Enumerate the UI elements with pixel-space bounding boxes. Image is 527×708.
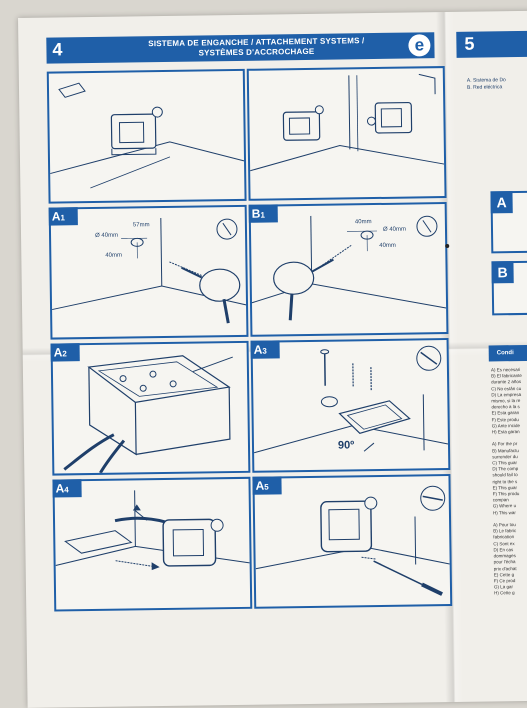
page-title: SISTEMA DE ENGANCHE / ATTACHEMENT SYSTEM…	[106, 36, 406, 60]
angle-label: 90º	[337, 439, 355, 452]
brand-logo: e	[408, 34, 431, 57]
dim-hole-label: Ø 40mm	[382, 226, 407, 233]
socket-on-wall-illustration	[250, 73, 445, 172]
conditions-header: Condi	[488, 344, 527, 362]
drill-on-corner-illustration	[251, 215, 447, 321]
next-page-header: 5	[456, 30, 527, 58]
page-header: 4 SISTEMA DE ENGANCHE / ATTACHEMENT SYST…	[46, 32, 435, 64]
panel-a4: A4	[52, 476, 253, 612]
next-page-subhead-2: B. Red eléctrica	[466, 84, 503, 91]
instruction-sheet: 4 SISTEMA DE ENGANCHE / ATTACHEMENT SYST…	[18, 10, 527, 708]
next-page-number: 5	[464, 33, 475, 54]
socket-mounting-illustration	[55, 490, 250, 571]
dim-width-label: 57mm	[132, 222, 150, 229]
next-page-badge-b: B	[491, 261, 514, 284]
next-page-badge-a: A	[490, 191, 513, 214]
next-page-box-a: A	[490, 190, 527, 254]
conditions-line: H) Cette g	[494, 590, 515, 596]
plate-screwing-illustration	[253, 345, 449, 454]
panel-a2: A2	[50, 340, 251, 476]
panel-a5: A5	[252, 474, 453, 609]
base-plate-with-cables-illustration	[63, 355, 233, 474]
drill-on-wall-illustration	[51, 218, 247, 324]
dim-height-label: 40mm	[379, 242, 396, 249]
bullet-mark	[445, 244, 450, 249]
panel-a3: A3 90º	[250, 338, 451, 473]
panel-overview-left	[46, 68, 247, 204]
panel-a1: A1 57mm Ø 40mm 40mm	[48, 204, 249, 340]
panel-b1: B1 40mm Ø 40mm 40mm	[248, 202, 449, 337]
socket-fixing-illustration	[255, 485, 450, 596]
panel-overview-right	[246, 66, 447, 201]
socket-on-shelf-illustration	[50, 82, 245, 189]
dim-height-label: 40mm	[105, 252, 123, 259]
next-page-box-b: B	[491, 260, 527, 316]
dim-width-label: 40mm	[354, 219, 372, 226]
dim-hole-label: Ø 40mm	[95, 232, 119, 239]
page-number: 4	[52, 39, 63, 60]
